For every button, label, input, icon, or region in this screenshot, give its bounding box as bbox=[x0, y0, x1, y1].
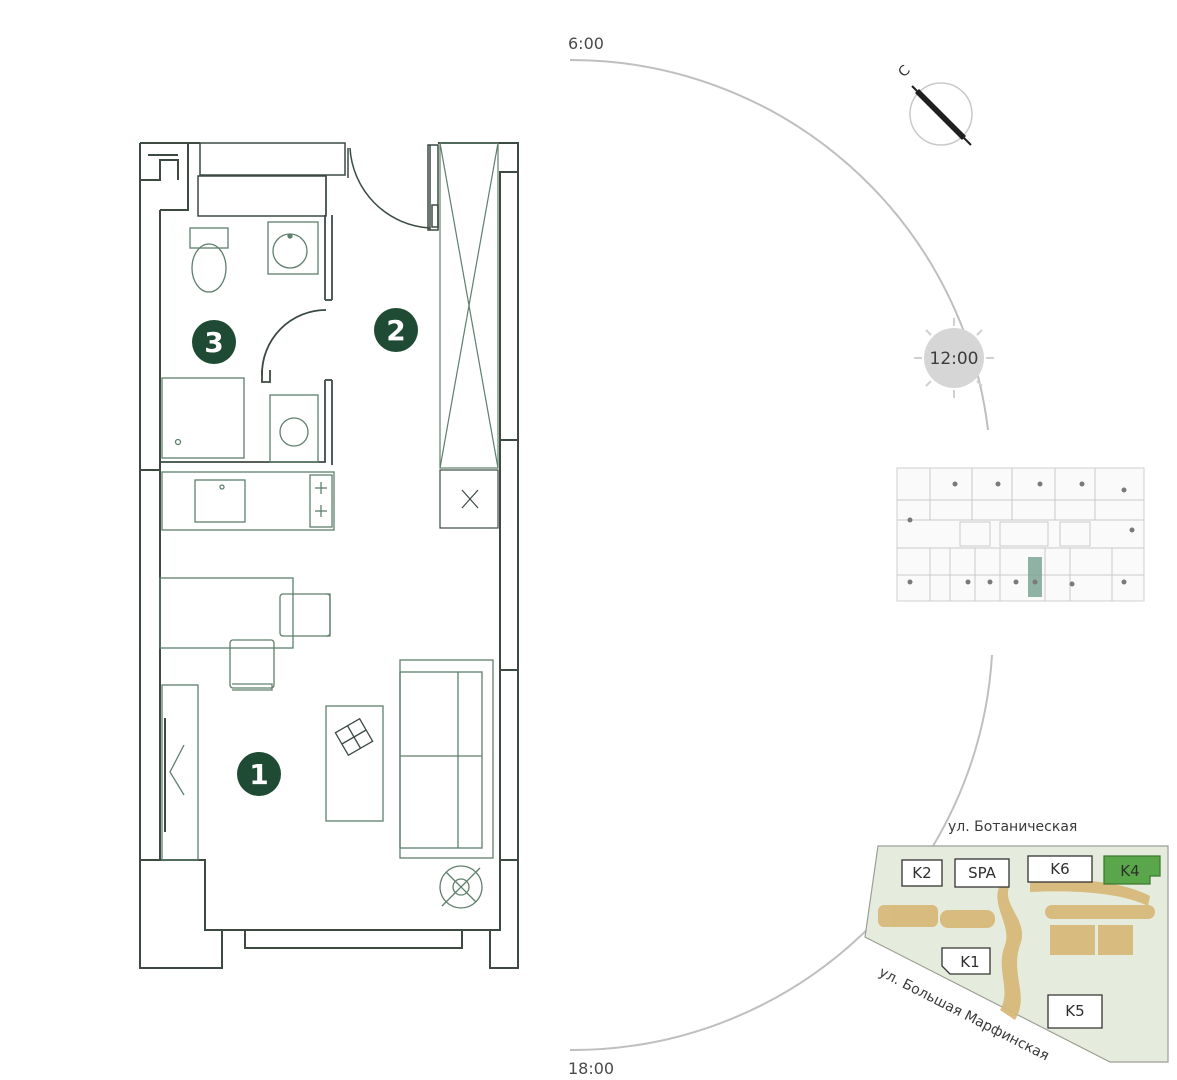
entrance-area bbox=[197, 142, 439, 231]
sun-evening-label: 18:00 bbox=[568, 1059, 614, 1078]
street-label-top: ул. Ботаническая bbox=[948, 819, 1077, 835]
building-k5: K5 bbox=[1047, 994, 1103, 1029]
room-marker-2: 2 bbox=[374, 308, 418, 352]
site-plan: ул. Ботаническая K2 SPA K6 bbox=[864, 819, 1169, 1064]
sun-noon-label: 12:00 bbox=[930, 349, 979, 369]
toilet-icon bbox=[189, 227, 229, 293]
room-marker-3: 3 bbox=[192, 320, 236, 364]
building-k2: K2 bbox=[901, 859, 943, 887]
compass-ring bbox=[909, 82, 973, 146]
svg-text:K6: K6 bbox=[1050, 860, 1069, 878]
floor-key-plan bbox=[896, 467, 1145, 602]
key-plan-highlighted-unit bbox=[1028, 557, 1042, 597]
chair-icon bbox=[279, 593, 331, 637]
wardrobe-door-icon bbox=[161, 684, 199, 861]
svg-text:K5: K5 bbox=[1065, 1002, 1084, 1020]
outer-walls bbox=[139, 142, 519, 969]
dining-area bbox=[159, 577, 331, 691]
site-buildings: K2 SPA K6 K4 K1 K5 bbox=[901, 855, 1161, 1029]
svg-text:3: 3 bbox=[204, 326, 223, 359]
coffee-table-icon bbox=[325, 705, 384, 822]
apartment-plan: 1 2 3 bbox=[139, 142, 519, 969]
kitchen bbox=[161, 471, 335, 531]
bathroom-walls bbox=[160, 215, 333, 465]
svg-text:K4: K4 bbox=[1120, 862, 1139, 880]
sun-path: 6:00 18:00 12:00 bbox=[568, 34, 994, 1078]
wardrobe bbox=[439, 142, 499, 529]
sun-arc-upper bbox=[569, 58, 989, 431]
washbasin-icon bbox=[267, 221, 319, 275]
compass-north-label: С bbox=[895, 62, 913, 80]
chair-icon bbox=[229, 639, 275, 691]
sun-morning-label: 6:00 bbox=[568, 34, 604, 53]
svg-text:K1: K1 bbox=[960, 953, 979, 971]
building-k1: K1 bbox=[941, 947, 991, 975]
living-area bbox=[161, 659, 494, 949]
room-marker-1: 1 bbox=[237, 752, 281, 796]
svg-text:K2: K2 bbox=[912, 864, 931, 882]
svg-text:1: 1 bbox=[249, 758, 268, 791]
sun-noon-icon: 12:00 bbox=[914, 318, 994, 398]
floor-lamp-icon bbox=[439, 865, 483, 909]
building-k4: K4 bbox=[1103, 855, 1161, 885]
sun-arc-lower bbox=[569, 654, 993, 1052]
svg-text:2: 2 bbox=[386, 314, 405, 347]
washing-machine-icon bbox=[269, 394, 319, 463]
sofa-icon bbox=[399, 659, 494, 859]
shower-tray-icon bbox=[161, 377, 245, 459]
room-markers: 1 2 3 bbox=[192, 308, 418, 796]
compass: С bbox=[895, 62, 973, 146]
svg-text:SPA: SPA bbox=[968, 864, 997, 882]
building-spa: SPA bbox=[954, 858, 1010, 888]
cooktop-icon bbox=[309, 474, 333, 528]
building-k6: K6 bbox=[1027, 855, 1093, 883]
bathroom-fixtures bbox=[161, 221, 319, 463]
